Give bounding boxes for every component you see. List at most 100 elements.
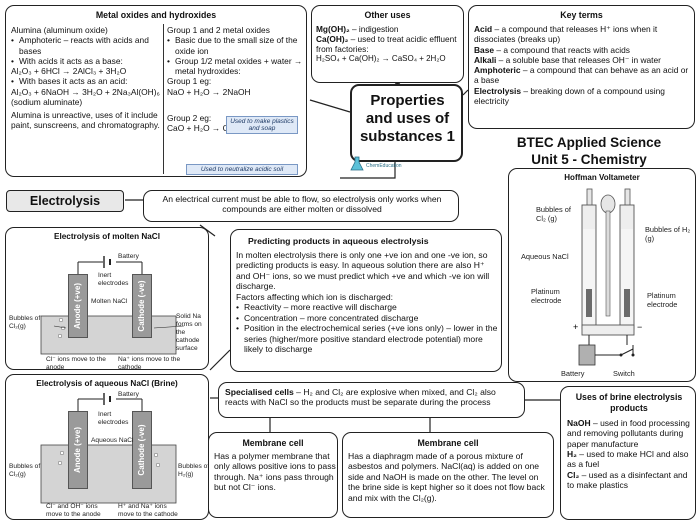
- term-electrolysis: Electrolysis: [474, 85, 522, 96]
- term-alkali: Alkali: [474, 54, 497, 65]
- group-heading: Group 1 and 2 metal oxides: [167, 25, 270, 35]
- definition-amphoteric: – a compound that can behave as an acid …: [474, 65, 689, 86]
- group2-note: Used to neutralize acidic soil: [186, 164, 298, 176]
- hoffman-platinum-left: Platinum electrode: [531, 287, 562, 306]
- specialised-term: Specialised cells: [225, 387, 294, 397]
- group-bullet: Basic due to the small size of the oxide…: [167, 35, 305, 56]
- predicting-title: Predicting products in aqueous electroly…: [248, 236, 429, 246]
- alumina-bullet: With bases it acts as an acid:: [11, 76, 161, 87]
- other-uses-title: Other uses: [364, 10, 411, 20]
- electrolysis-intro-box: An electrical current must be able to fl…: [143, 190, 459, 222]
- predicting-box: Predicting products in aqueous electroly…: [230, 229, 502, 372]
- caoh2-use: – used to treat acidic effluent from fac…: [316, 34, 457, 55]
- hoffman-battery-label: Battery: [561, 369, 585, 378]
- molten-cathode-label: Cathode (-ve): [137, 280, 147, 332]
- term-amphoteric: Amphoteric: [474, 65, 521, 75]
- predicting-factors-heading: Factors affecting which ion is discharge…: [236, 291, 393, 302]
- molten-nacl-label: Molten NaCl: [91, 298, 128, 305]
- definition-electrolysis: – breaking down of a compound using elec…: [474, 85, 665, 106]
- naoh-use: – used in food processing and removing p…: [567, 418, 690, 449]
- brine-uses-box: Uses of brine electrolysis products NaOH…: [560, 386, 696, 520]
- membrane-cell-text: Has a polymer membrane that only allows …: [214, 451, 336, 493]
- molten-solid-na-label: Solid Na forms on the cathode surface: [176, 313, 202, 353]
- predicting-factor: Reactivity – more reactive will discharg…: [236, 302, 498, 313]
- group1-note: Used to make plastics and soap: [226, 116, 298, 135]
- brine-anode-label: Anode (+ve): [73, 426, 83, 474]
- molten-anode: Anode (+ve): [68, 274, 88, 338]
- metal-oxides-title: Metal oxides and hydroxides: [95, 10, 217, 20]
- molten-inert-label: Inert electrodes: [98, 272, 129, 288]
- alumina-heading: Alumina (aluminum oxide): [11, 25, 108, 35]
- neutralisation-equation: H₂SO₄ + Ca(OH)₂ → CaSO₄ + 2H₂O: [316, 54, 446, 64]
- electrolysis-label-text: Electrolysis: [29, 194, 101, 208]
- molten-box: Electrolysis of molten NaCl Anode (+ve) …: [5, 227, 209, 372]
- electrolysis-label: Electrolysis: [6, 190, 124, 212]
- predicting-factor: Position in the electrochemical series (…: [236, 323, 498, 354]
- brine-cathode: Cathode (-ve): [132, 411, 152, 489]
- svg-text:−: −: [637, 322, 642, 332]
- brine-bubbles-cl-label: Bubbles of Cl₂(g): [9, 463, 41, 479]
- definition-alkali: – a soluble base that releases OH⁻ in wa…: [496, 54, 661, 65]
- cl2-term: Cl₂: [567, 469, 580, 480]
- hoffman-platinum-right: Platinum electrode: [647, 291, 678, 310]
- group2-equation: CaO + H₂O → Ca(OH)₂: [167, 123, 255, 133]
- key-terms-box: Key terms Acid – a compound that release…: [468, 5, 695, 129]
- course-title-line1: BTEC Applied Science: [516, 135, 662, 150]
- molten-anode-label: Anode (+ve): [73, 282, 83, 330]
- caoh2-formula: Ca(OH)₂: [316, 34, 349, 45]
- definition-base: – a compound that reacts with acids: [494, 44, 630, 55]
- diaphragm-cell-text: Has a diaphragm made of a porous mixture…: [348, 451, 545, 503]
- brine-box: Electrolysis of aqueous NaCl (Brine) Ano…: [5, 374, 209, 520]
- brine-title: Electrolysis of aqueous NaCl (Brine): [36, 379, 178, 388]
- brine-battery-label: Battery: [118, 391, 139, 398]
- cl2-use: – used as a disinfectant and to make pla…: [567, 469, 688, 491]
- key-terms-title: Key terms: [560, 10, 603, 20]
- term-acid: Acid: [474, 24, 493, 34]
- h2-term: H₂: [567, 449, 577, 460]
- molten-na-move-label: Na⁺ ions move to the cathode: [118, 356, 181, 372]
- course-title-line2: Unit 5 - Chemistry: [531, 152, 647, 167]
- group1-equation: NaO + H₂O → 2NaOH: [167, 86, 251, 97]
- definition-acid: – a compound that releases H⁺ ions when …: [474, 24, 658, 45]
- group-bullet: Group 1/2 metal oxides + water → metal h…: [167, 56, 305, 77]
- molten-title: Electrolysis of molten NaCl: [53, 232, 160, 241]
- diaphragm-cell-title: Membrane cell: [417, 438, 479, 448]
- diaphragm-cell-box: Membrane cell Has a diaphragm made of a …: [342, 432, 554, 518]
- molten-cathode: Cathode (-ve): [132, 274, 152, 338]
- specialised-text: – H₂ and Cl₂ are explosive when mixed, a…: [225, 387, 496, 408]
- hoffman-cl2-label: Bubbles of Cl₂ (g): [536, 205, 571, 224]
- brine-aqueous-label: Aqueous NaCl: [91, 437, 134, 444]
- brine-cathode-label: Cathode (-ve): [137, 424, 147, 476]
- alumina-equation: Al₂O₃ + 6HCl → 2AlCl₃ + 3H₂O: [11, 66, 127, 76]
- molten-battery-label: Battery: [118, 253, 139, 260]
- hoffman-aqueous-label: Aqueous NaCl: [521, 252, 569, 261]
- alumina-bullet: With acids it acts as a base:: [11, 56, 161, 67]
- molten-cl-move-label: Cl⁻ ions move to the anode: [46, 356, 106, 372]
- alumina-note: Alumina is unreactive, uses of it includ…: [11, 110, 160, 131]
- group1-label: Group 1 eg:: [167, 76, 212, 87]
- page-title: Properties and uses of substances 1: [359, 92, 456, 145]
- alumina-equation: Al₂O₃ + 6NaOH → 3H₂O + 2Na₃Al(OH)₆ (sodi…: [11, 86, 160, 107]
- flask-icon: [350, 156, 364, 172]
- hoffman-box: Hoffman Voltameter + − Bubbles of Cl₂ (g…: [508, 168, 696, 382]
- brine-inert-label: Inert electrodes: [98, 411, 129, 427]
- hoffman-switch-label: Switch: [613, 369, 635, 378]
- hoffman-title: Hoffman Voltameter: [564, 173, 640, 182]
- predicting-paragraph: In molten electrolysis there is only one…: [236, 250, 490, 292]
- molten-bubbles-label: Bubbles of Cl₂(g): [9, 315, 41, 331]
- hoffman-apparatus: + −: [573, 188, 642, 366]
- brine-h-move-label: H⁺ and Na⁺ ions move to the cathode: [118, 503, 178, 519]
- hoffman-h2-label: Bubbles of H₂ (g): [645, 225, 691, 244]
- naoh-term: NaOH: [567, 418, 591, 428]
- brine-bubbles-h-label: Bubbles of H₂(g): [178, 463, 210, 479]
- predicting-factor: Concentration – more concentrated discha…: [236, 313, 498, 324]
- membrane-cell-title: Membrane cell: [242, 438, 304, 448]
- svg-text:+: +: [573, 322, 578, 332]
- membrane-cell-box: Membrane cell Has a polymer membrane tha…: [208, 432, 338, 518]
- alumina-column: Alumina (aluminum oxide) Amphoteric – re…: [11, 25, 161, 131]
- brine-anode: Anode (+ve): [68, 411, 88, 489]
- specialised-box: Specialised cells – H₂ and Cl₂ are explo…: [218, 382, 525, 418]
- electrolysis-intro: An electrical current must be able to fl…: [162, 194, 442, 215]
- center-title-box: Properties and uses of substances 1: [350, 84, 463, 162]
